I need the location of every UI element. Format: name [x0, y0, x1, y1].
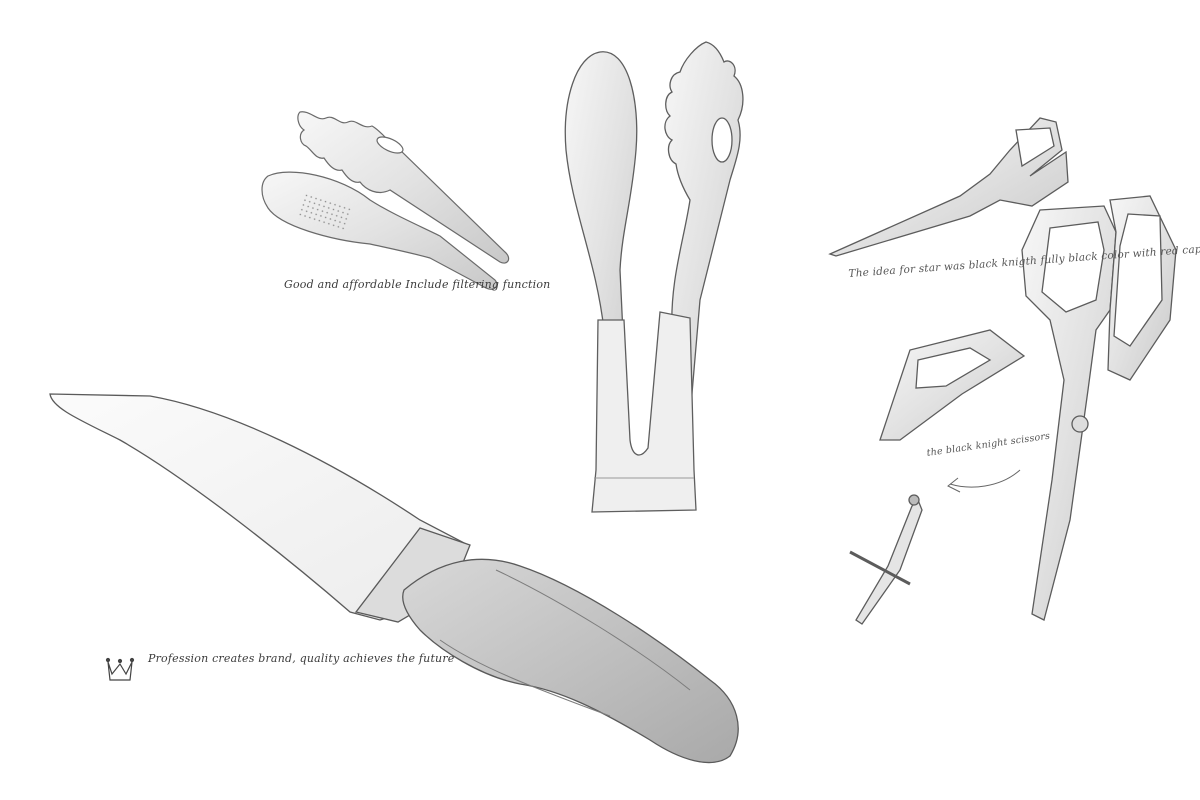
utensil-stand	[591, 311, 697, 513]
spoon-caption-line1: Good and affordable	[284, 278, 402, 291]
knife-slogan-line2: quality achieves the future	[299, 652, 455, 665]
knife-blade	[49, 393, 469, 621]
knife-slogan-line1: Profession creates brand,	[148, 652, 296, 665]
scissors-sketch	[828, 117, 1177, 625]
scissors-handle-detail	[879, 329, 1026, 441]
spaghetti-server	[297, 111, 510, 264]
knife-slogan: Profession creates brand, quality achiev…	[148, 650, 455, 668]
spoon-caption-line2: Include filtering function	[405, 278, 551, 291]
chef-knife-sketch	[49, 393, 739, 764]
small-scissors	[828, 117, 1069, 257]
spoon-stand-sketch	[564, 41, 744, 513]
spoon-caption: Good and affordable Include filtering fu…	[284, 276, 550, 294]
spoon-set-sketch	[261, 111, 510, 290]
arrow-icon	[947, 469, 1021, 493]
knife-handle	[402, 558, 739, 764]
crown-icon	[105, 657, 135, 681]
